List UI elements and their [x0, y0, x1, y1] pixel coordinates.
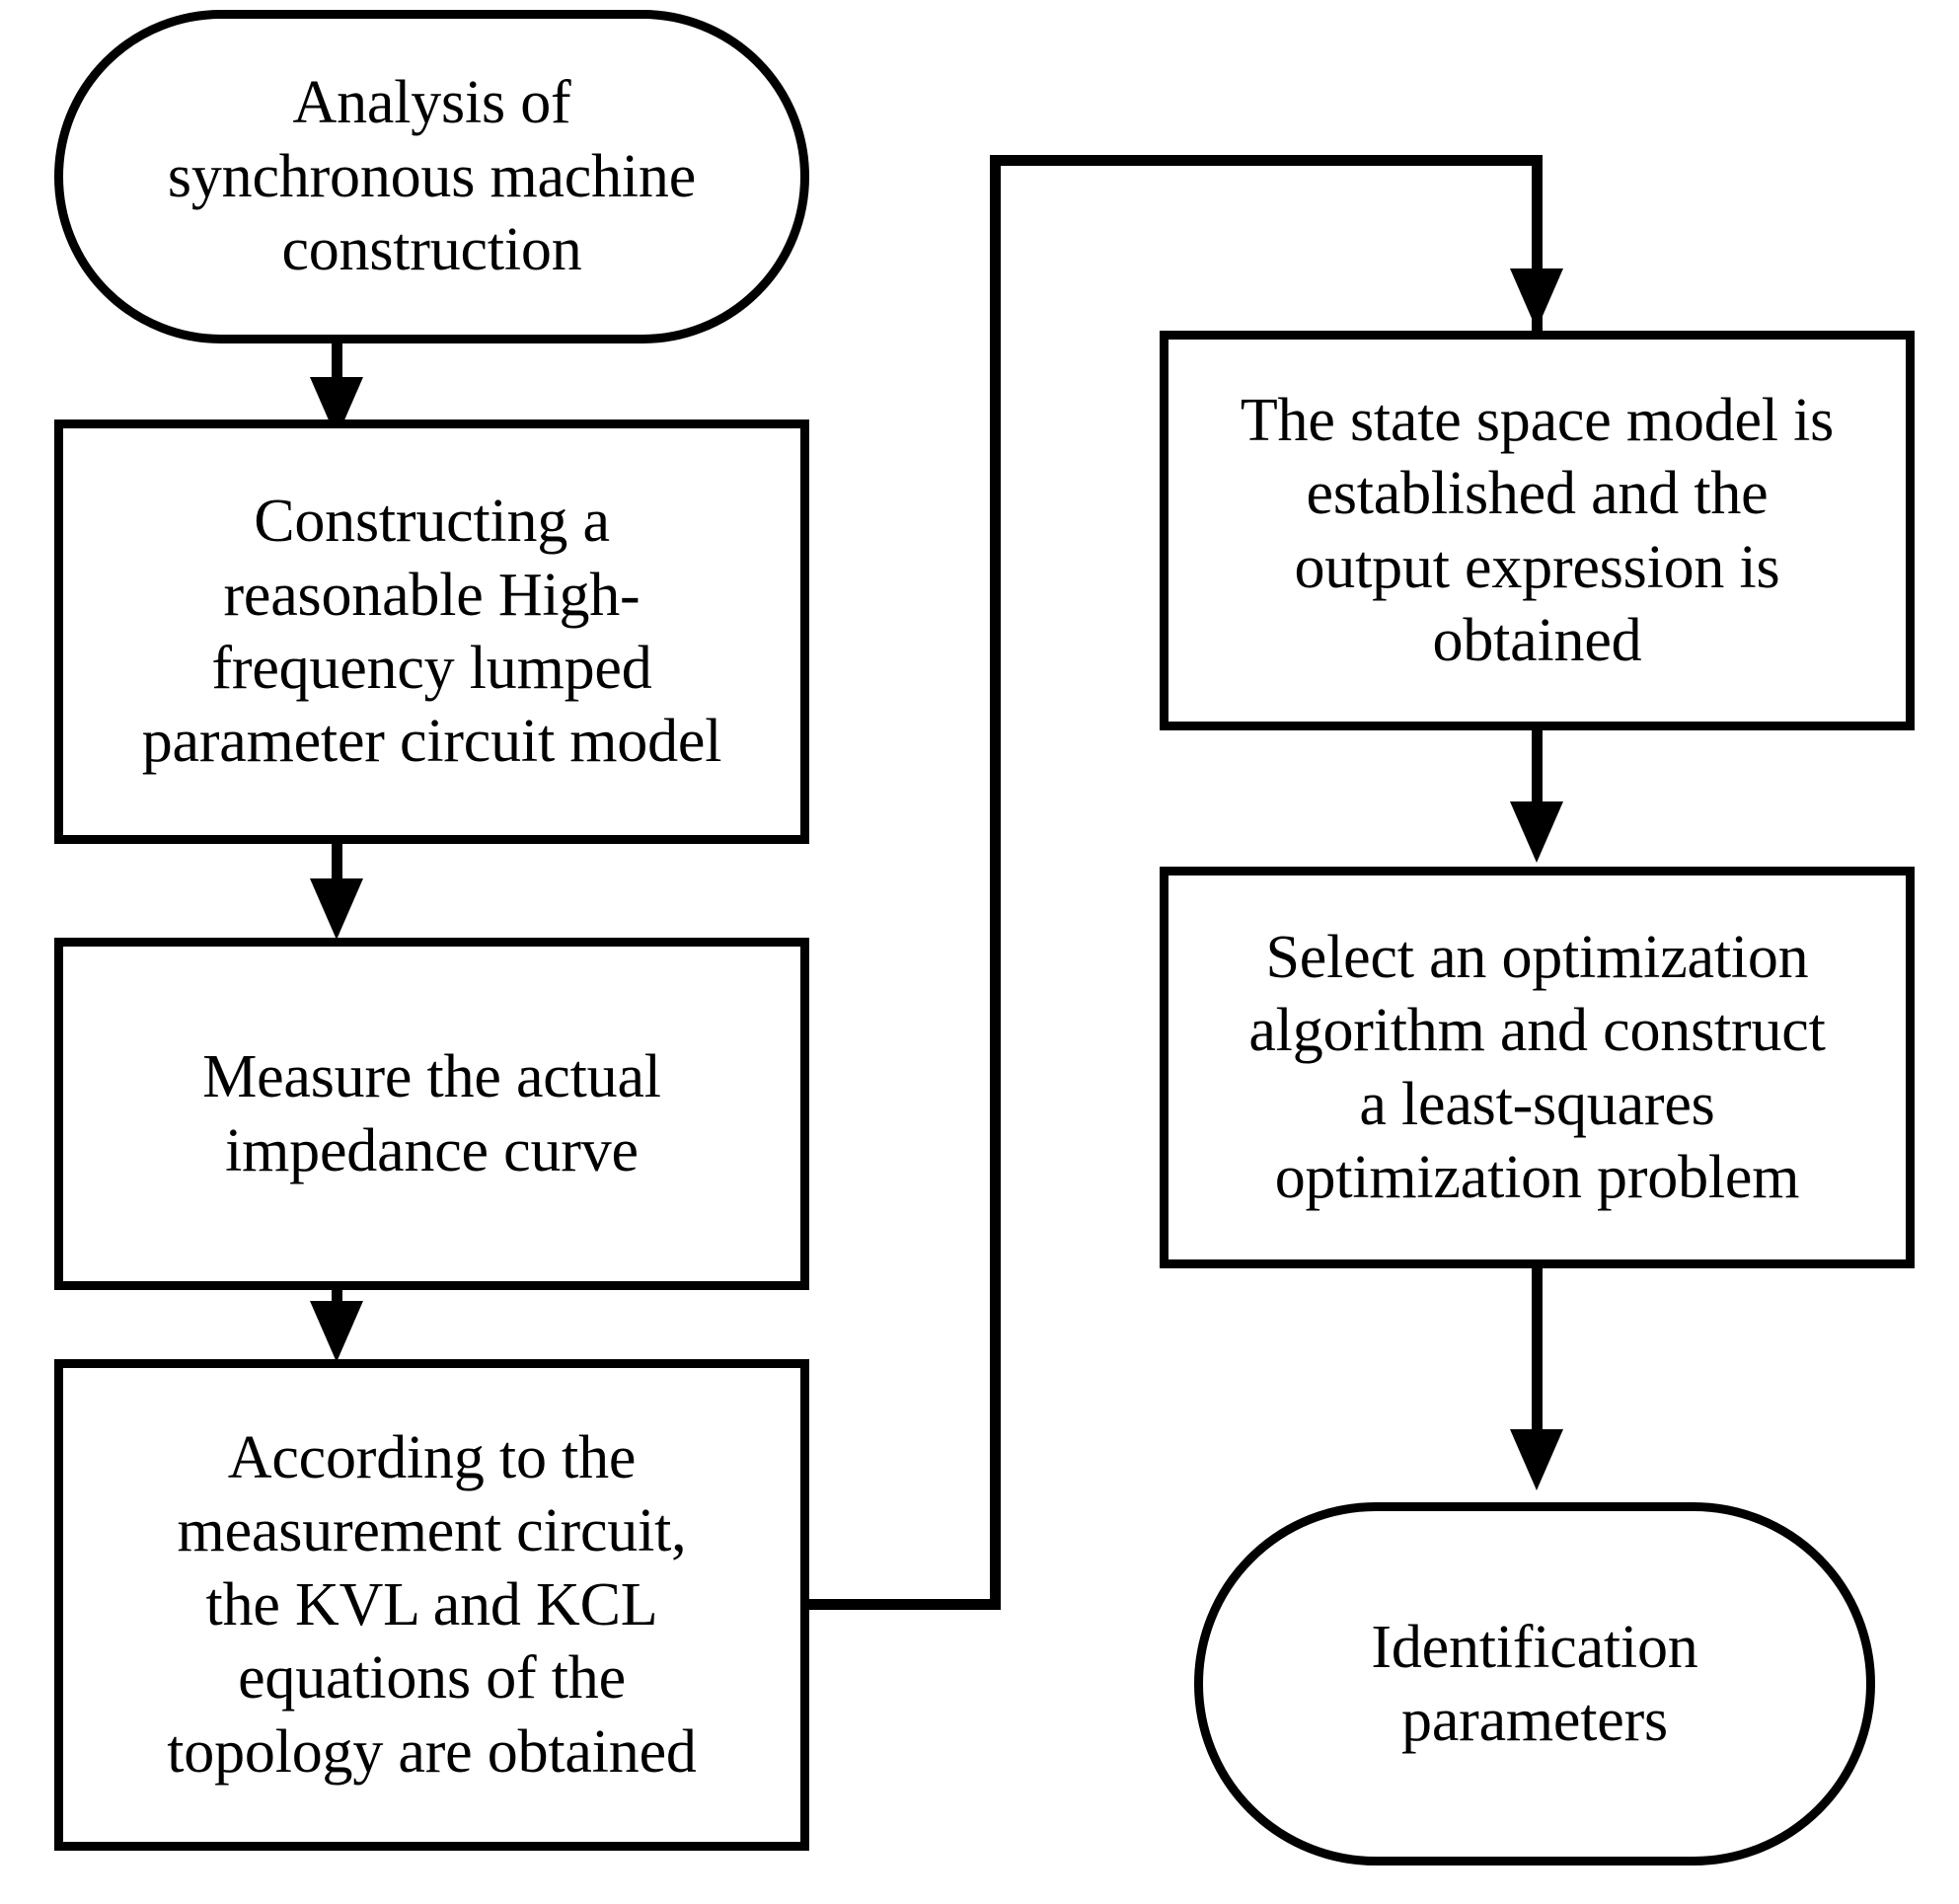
node-identification-parameters[interactable]: Identification parameters [1194, 1502, 1875, 1866]
edge-according-to-state-space-segment-horizontal-lower [801, 1599, 1001, 1610]
node-state-space-model-established-output-expression-obtained[interactable]: The state space model is established and… [1160, 331, 1915, 730]
node-analysis-of-synchronous-machine-construction[interactable]: Analysis of synchronous machine construc… [54, 10, 809, 343]
edge-according-to-state-space-arrow-icon [1510, 268, 1563, 330]
edge-state-space-to-select-optimization-arrow-icon [1510, 801, 1563, 863]
edge-analysis-to-constructing-line [332, 343, 342, 393]
node-measure-the-actual-impedance-curve[interactable]: Measure the actual impedance curve [54, 938, 809, 1290]
edge-state-space-to-select-optimization-line [1532, 730, 1543, 831]
node-constructing-high-frequency-lumped-parameter-circuit-model[interactable]: Constructing a reasonable High- frequenc… [54, 419, 809, 844]
node-label: Measure the actual impedance curve [202, 1043, 661, 1184]
edge-select-optimization-to-identification-arrow-icon [1510, 1429, 1563, 1490]
edge-according-to-state-space-segment-horizontal-upper [990, 155, 1543, 166]
edge-constructing-to-measure-arrow-icon [310, 878, 363, 940]
edge-constructing-to-measure-line [332, 844, 342, 901]
node-select-optimization-algorithm-least-squares-problem[interactable]: Select an optimization algorithm and con… [1160, 867, 1915, 1268]
node-label: Select an optimization algorithm and con… [1248, 923, 1826, 1211]
edge-according-to-state-space-segment-vertical-left [990, 155, 1001, 1610]
edge-according-to-state-space-segment-vertical-right [1532, 155, 1543, 341]
node-label: Identification parameters [1371, 1613, 1698, 1754]
node-label: Analysis of synchronous machine construc… [167, 69, 697, 284]
edge-select-optimization-to-identification-line [1532, 1268, 1543, 1454]
node-according-to-measurement-circuit-kvl-kcl-equations[interactable]: According to the measurement circuit, th… [54, 1359, 809, 1851]
node-label: Constructing a reasonable High- frequenc… [141, 488, 722, 776]
node-label: The state space model is established and… [1240, 386, 1835, 674]
edge-measure-to-according-arrow-icon [310, 1301, 363, 1362]
node-label: According to the measurement circuit, th… [167, 1424, 697, 1786]
